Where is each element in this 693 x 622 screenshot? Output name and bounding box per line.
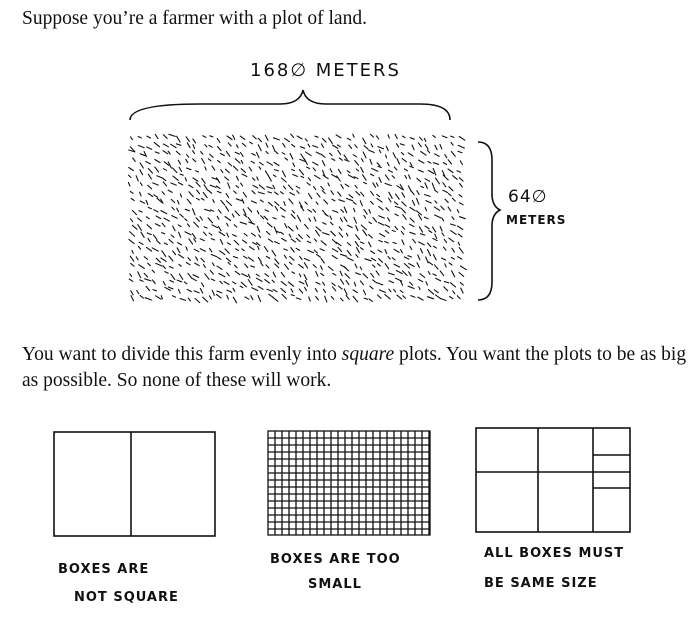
instructions-text-end: plots. You want the plots to be as big a…: [22, 344, 687, 391]
instructions-text-start: You want to divide this farm evenly into: [22, 344, 342, 365]
height-brace: [477, 141, 502, 301]
caption-too-small-line2: SMALL: [308, 577, 362, 592]
caption-same-size-line1: ALL BOXES MUST: [484, 546, 625, 561]
farm-width-label: 168∅ METERS: [250, 60, 401, 81]
width-brace: [129, 89, 451, 121]
land-plot-texture: [127, 133, 467, 304]
example-not-same-size: [475, 427, 631, 533]
caption-same-size-line2: BE SAME SIZE: [484, 576, 598, 591]
instructions-emphasis: square: [341, 344, 395, 365]
farm-height-unit: METERS: [506, 213, 567, 227]
example-not-square: [53, 431, 216, 537]
caption-not-square-line1: BOXES ARE: [58, 562, 150, 577]
farm-height-value: 64∅: [508, 187, 548, 207]
intro-text: Suppose you’re a farmer with a plot of l…: [22, 8, 367, 29]
caption-not-square-line2: NOT SQUARE: [74, 590, 179, 605]
example-too-small: [267, 430, 431, 536]
caption-too-small-line1: BOXES ARE TOO: [270, 552, 401, 567]
instructions-text: You want to divide this farm evenly into…: [22, 342, 690, 394]
